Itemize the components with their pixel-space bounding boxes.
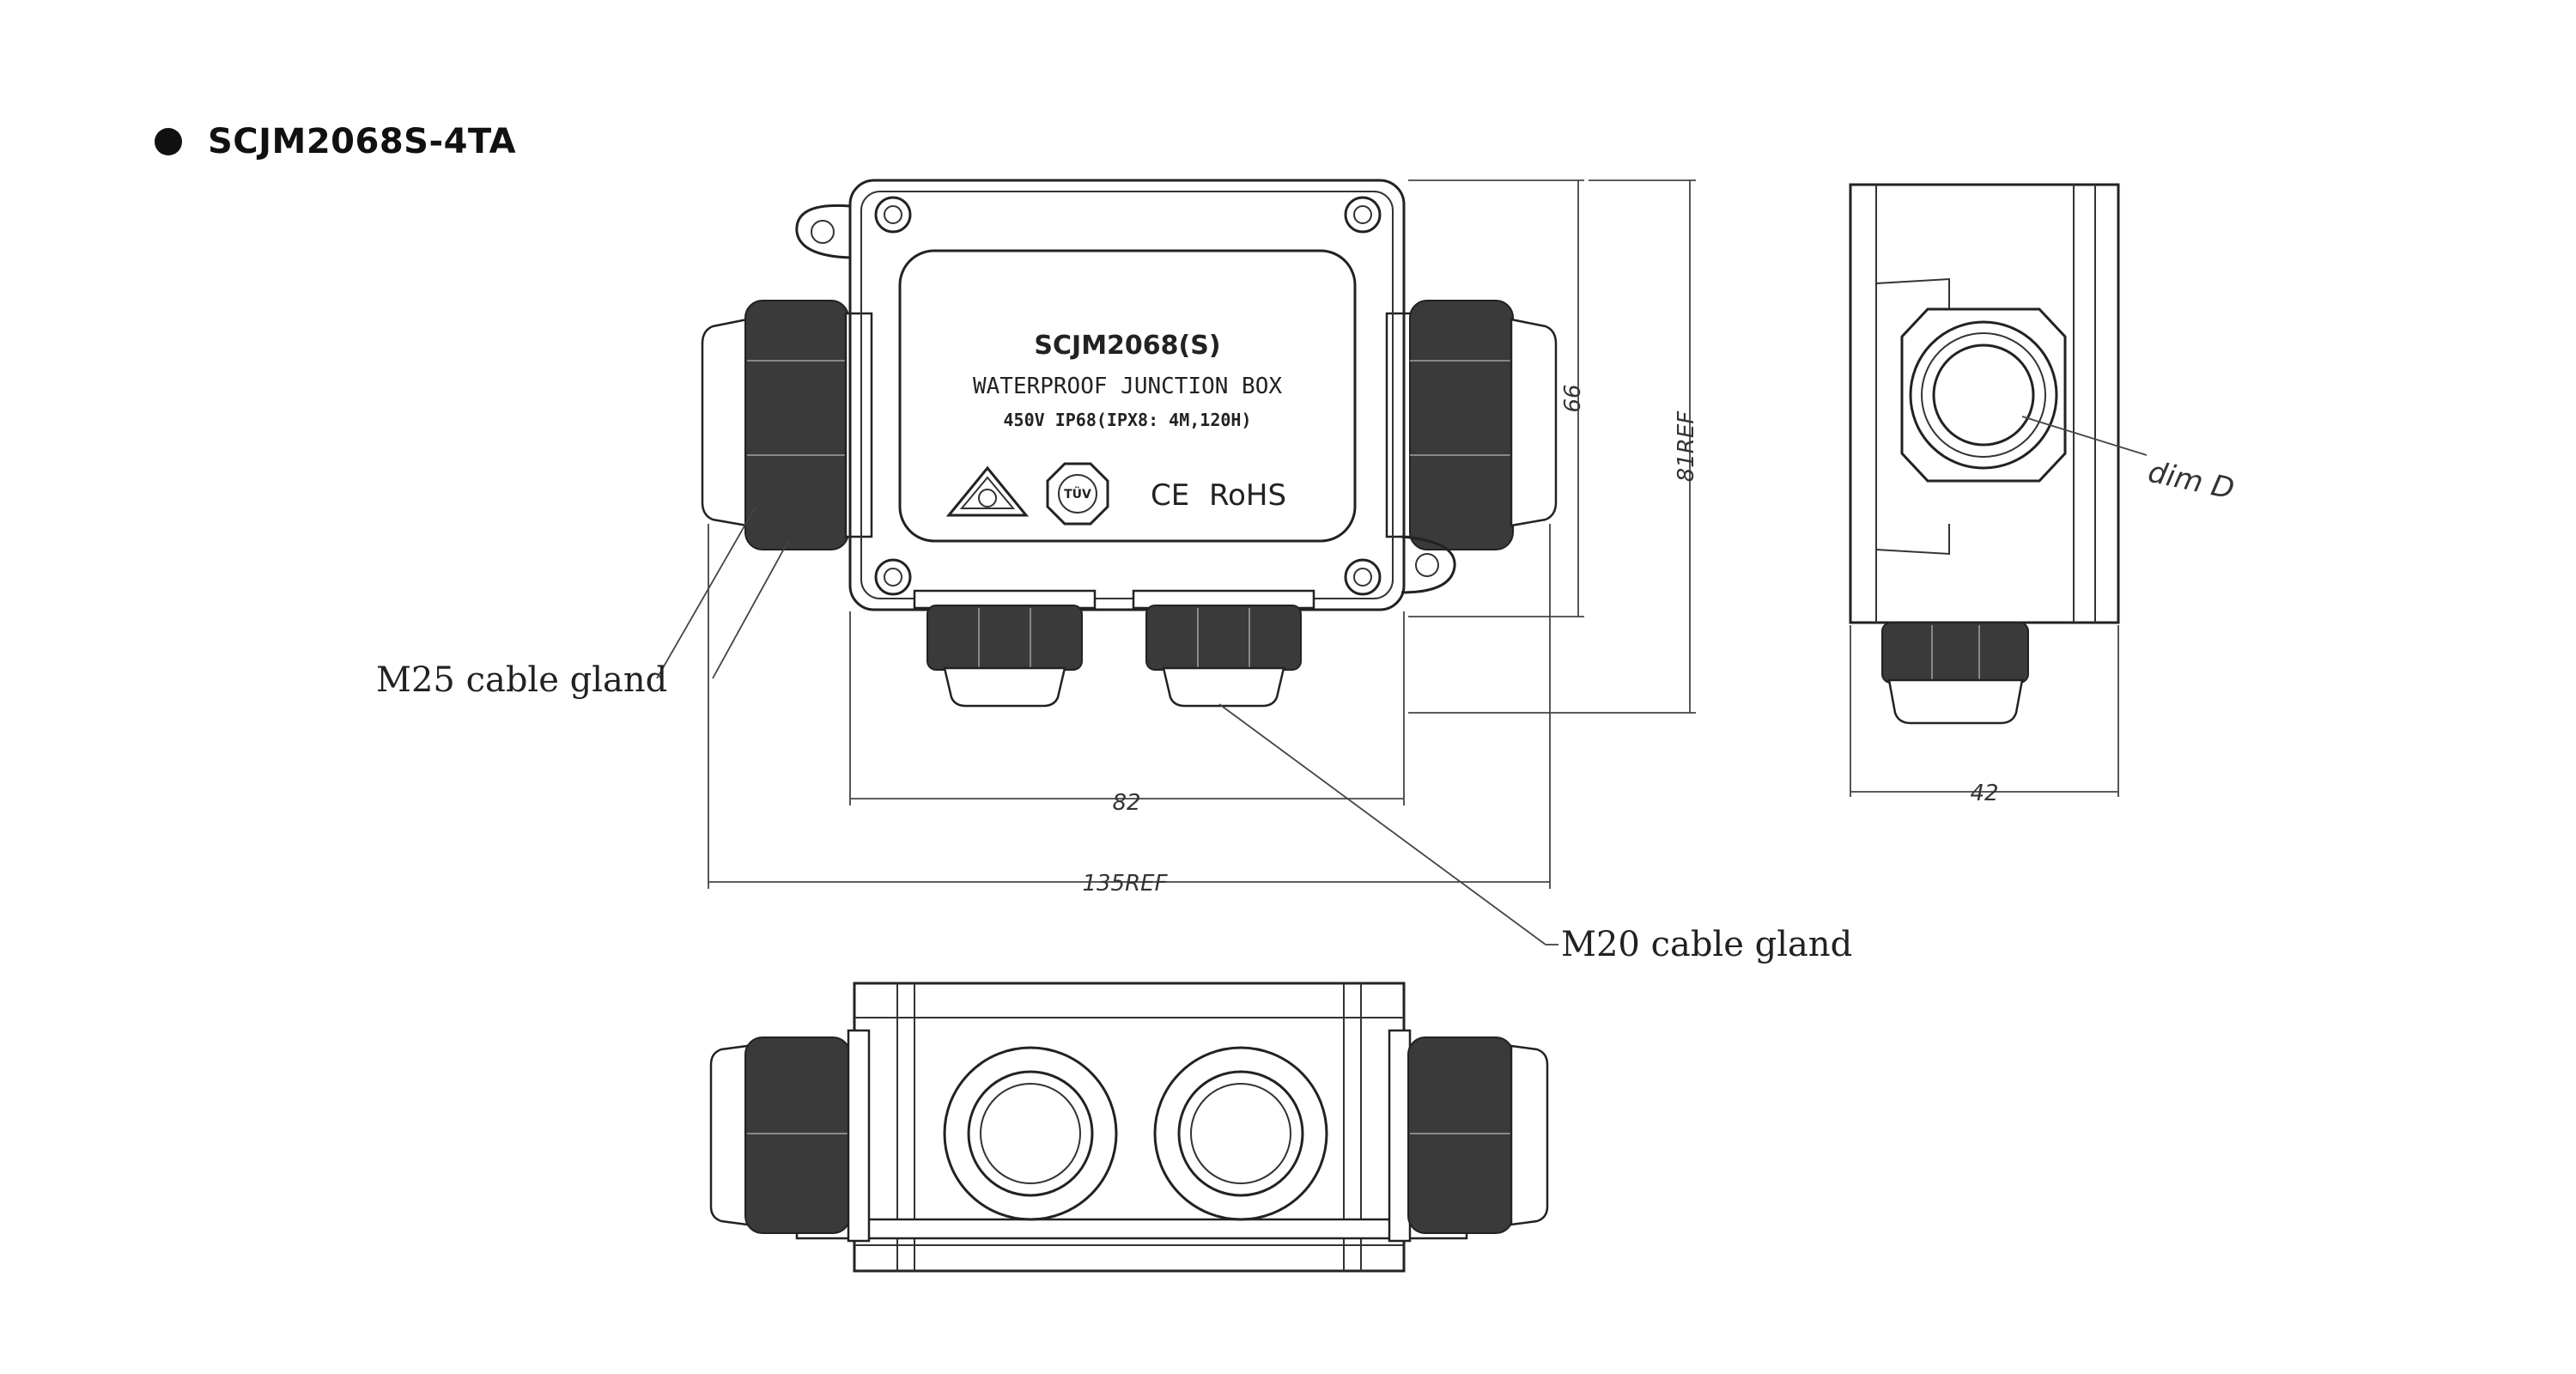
label-rating: 450V IP68(IPX8: 4M,120H) bbox=[1004, 410, 1252, 430]
front-dimensions: 82 135REF 66 81REF bbox=[708, 179, 1699, 897]
bullet-icon bbox=[155, 128, 182, 155]
bottom-gland-nut-left bbox=[943, 1046, 1118, 1221]
bottom-right-gland bbox=[1388, 1029, 1549, 1243]
dim-d-circle bbox=[1932, 344, 2035, 447]
callouts: M25 cable gland M20 cable gland bbox=[376, 506, 1852, 964]
bottom-m20-gland-left bbox=[913, 589, 1097, 708]
right-m25-gland bbox=[1385, 300, 1558, 550]
front-view: SCJM2068(S) WATERPROOF JUNCTION BOX 450V… bbox=[701, 179, 1699, 897]
label-description: WATERPROOF JUNCTION BOX bbox=[973, 374, 1282, 399]
dim-42: 42 bbox=[1970, 781, 1998, 806]
dim-d-label: dim D bbox=[2145, 455, 2237, 507]
top-left-ear bbox=[795, 204, 851, 259]
page-title: SCJM2068S-4TA bbox=[208, 122, 517, 161]
dim-81ref: 81REF bbox=[1674, 410, 1699, 483]
tuv-icon: TÜV bbox=[1046, 462, 1109, 526]
cert-triangle-icon bbox=[945, 465, 1030, 517]
bottom-m20-gland-right bbox=[1132, 589, 1315, 708]
label-model: SCJM2068(S) bbox=[1034, 331, 1220, 361]
ce-mark: CE bbox=[1151, 478, 1189, 513]
dim-82: 82 bbox=[1112, 790, 1140, 816]
corner-screws bbox=[874, 196, 1382, 596]
rohs-mark: RoHS bbox=[1209, 478, 1286, 513]
m20-callout: M20 cable gland bbox=[1561, 925, 1852, 964]
title-row: SCJM2068S-4TA bbox=[155, 122, 516, 161]
dim-66: 66 bbox=[1560, 384, 1586, 412]
svg-text:TÜV: TÜV bbox=[1064, 486, 1091, 502]
front-body bbox=[848, 179, 1406, 611]
side-bottom-gland bbox=[1881, 622, 2029, 725]
side-body bbox=[1849, 183, 2120, 624]
side-gland-nut bbox=[1900, 307, 2067, 483]
bottom-gland-nut-right bbox=[1153, 1046, 1328, 1221]
dim-135ref: 135REF bbox=[1082, 871, 1168, 897]
bottom-right-ear bbox=[1400, 535, 1456, 594]
bottom-view bbox=[709, 982, 1549, 1273]
side-view: dim D 42 bbox=[1849, 183, 2237, 806]
label-plate bbox=[898, 249, 1357, 543]
left-m25-gland bbox=[701, 300, 873, 550]
bottom-left-gland bbox=[709, 1029, 871, 1243]
m25-callout: M25 cable gland bbox=[376, 660, 667, 700]
